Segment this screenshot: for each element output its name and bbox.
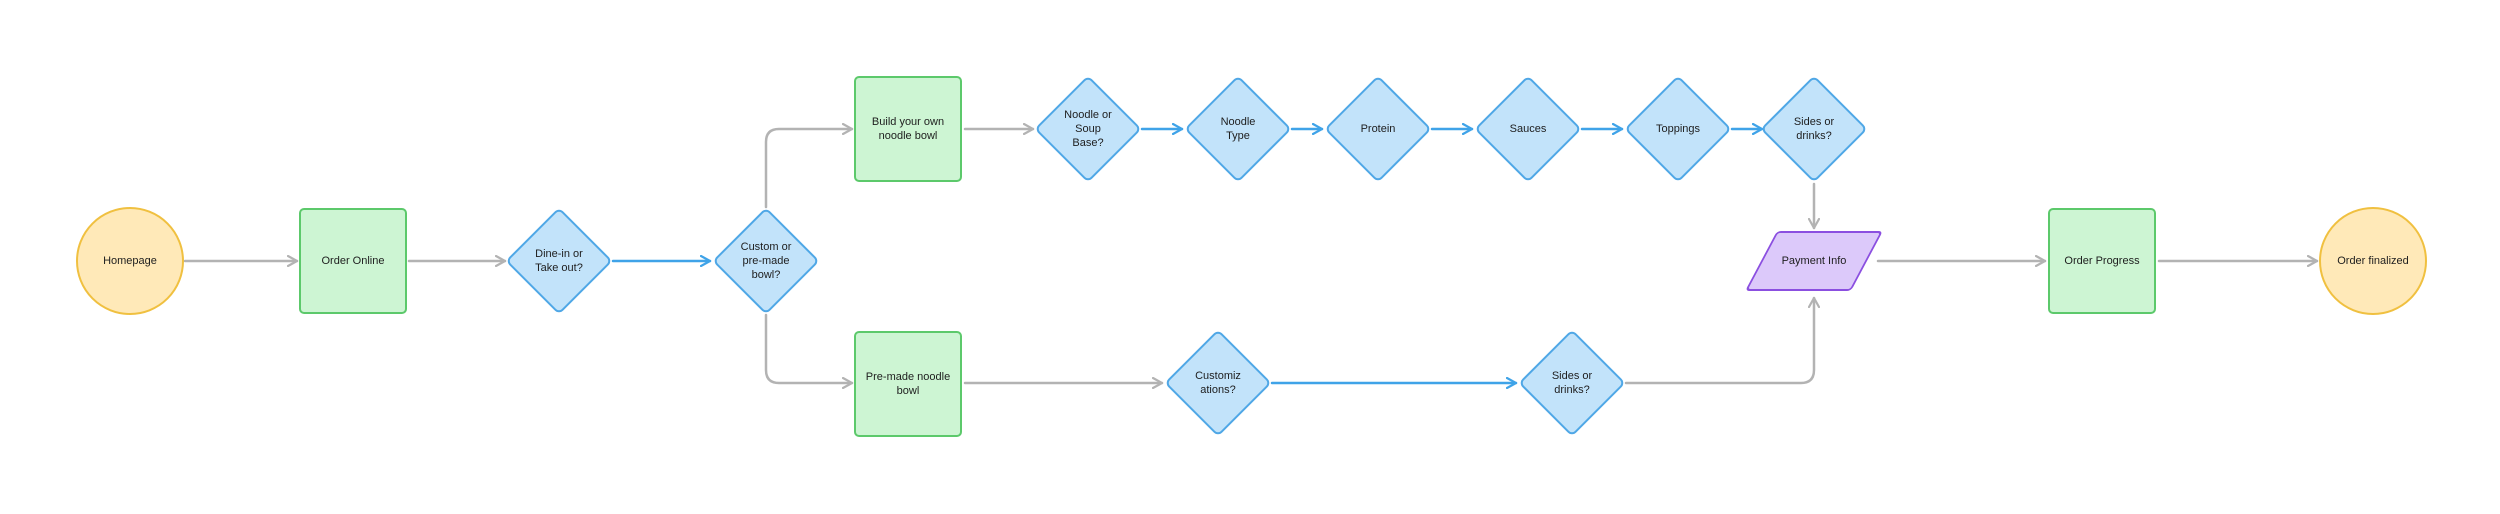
protein-decision: Protein: [1324, 75, 1432, 183]
order-progress-node: Order Progress: [2048, 208, 2156, 314]
premade-node: Pre-made noodle bowl: [854, 331, 962, 437]
custom-or-premade-label: Custom or pre-made bowl?: [740, 241, 792, 281]
noodle-or-soup-decision: Noodle or Soup Base?: [1034, 75, 1142, 183]
sides-bottom-label: Sides or drinks?: [1551, 370, 1593, 396]
order-progress-label: Order Progress: [2064, 255, 2140, 267]
order-finalized-label: Order finalized: [2337, 255, 2409, 267]
edge-custom-to-premade: [764, 313, 854, 383]
sides-top-decision: Sides or drinks?: [1760, 75, 1868, 183]
build-own-label: Build your own noodle bowl: [871, 116, 945, 142]
noodle-or-soup-label: Noodle or Soup Base?: [1064, 109, 1112, 149]
toppings-decision: Toppings: [1624, 75, 1732, 183]
order-finalized-node: Order finalized: [2319, 207, 2427, 315]
sauces-decision: Sauces: [1474, 75, 1582, 183]
edge-custom-to-build-own: [764, 129, 854, 209]
sides-top-label: Sides or drinks?: [1793, 116, 1835, 142]
premade-label: Pre-made noodle bowl: [865, 371, 951, 397]
order-online-node: Order Online: [299, 208, 407, 314]
custom-or-premade-decision: Custom or pre-made bowl?: [712, 207, 820, 315]
toppings-label: Toppings: [1655, 123, 1701, 135]
payment-info-node: Payment Info: [1745, 231, 1883, 291]
order-online-label: Order Online: [321, 255, 385, 267]
build-own-node: Build your own noodle bowl: [854, 76, 962, 182]
protein-label: Protein: [1360, 123, 1396, 135]
homepage-label: Homepage: [103, 255, 157, 267]
edge-sides-bottom-to-payment: [1624, 296, 1814, 385]
sauces-label: Sauces: [1509, 123, 1547, 135]
customizations-label: Customiz ations?: [1195, 370, 1241, 396]
sides-bottom-decision: Sides or drinks?: [1518, 329, 1626, 437]
payment-info-label: Payment Info: [1781, 255, 1847, 267]
dine-in-label: Dine-in or Take out?: [535, 248, 583, 274]
homepage-node: Homepage: [76, 207, 184, 315]
noodle-type-decision: Noodle Type: [1184, 75, 1292, 183]
dine-in-decision: Dine-in or Take out?: [505, 207, 613, 315]
noodle-type-label: Noodle Type: [1220, 116, 1256, 142]
customizations-decision: Customiz ations?: [1164, 329, 1272, 437]
